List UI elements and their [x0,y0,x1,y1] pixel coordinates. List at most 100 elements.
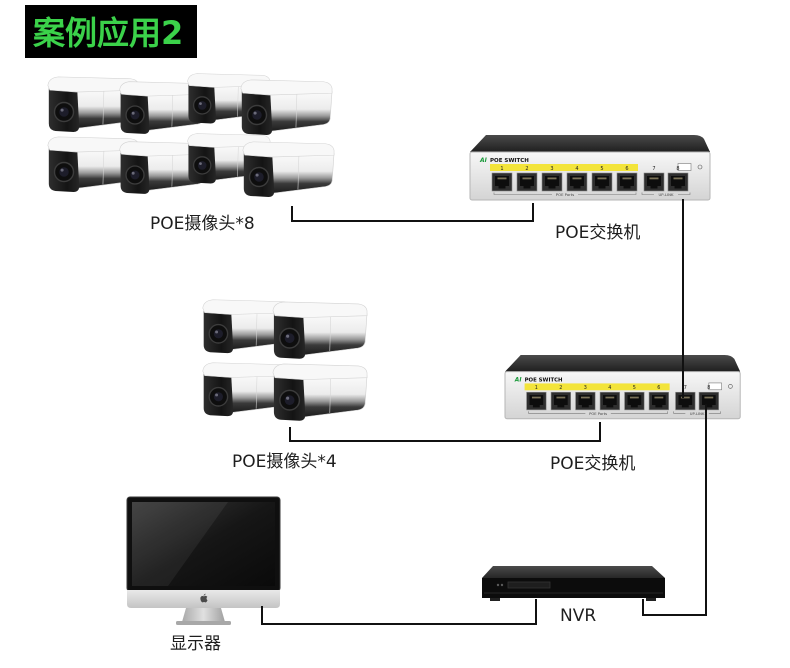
port-number: 6 [625,166,628,172]
port-number: 1 [535,385,538,391]
port-contacts [605,396,615,399]
nvr-label: NVR [560,606,596,626]
camera-lens [59,167,69,177]
port-number: 4 [575,166,578,172]
cable-top-cameras-to-top-switch [291,203,534,222]
camera-lens [284,333,295,344]
title-background [25,5,197,58]
camera-body-seam [237,85,239,117]
ethernet-port [526,391,547,411]
uplink-label: UP-LINK [690,412,705,416]
ethernet-port [599,391,620,411]
status-led [728,384,733,389]
camera-body [271,152,335,194]
camera-body-seam [329,377,332,413]
camera-body-seam [171,94,174,127]
camera-lens [213,329,223,339]
port-number: 6 [657,385,660,391]
camera-body-seam [237,145,239,177]
switch-top-label: POE交换机 [555,223,640,243]
port-contacts [704,396,714,399]
camera-lens-highlight [199,162,202,166]
port-contacts [622,177,632,180]
camera-body-seam [329,315,332,351]
power-indicator [708,382,722,391]
bullet-camera [240,79,333,135]
camera-sun-shield [272,301,368,318]
port-number: 5 [633,385,636,391]
port-contacts [680,396,690,399]
camera-group-middle-label: POE摄像头*4 [232,452,337,472]
apple-logo-icon [200,593,208,603]
camera-lens [59,107,69,117]
camera-body-seam [255,375,258,409]
port-number: 8 [676,166,679,172]
camera-lens-highlight [131,111,135,115]
uplink-label: UP-LINK [659,192,674,197]
nvr-recorder [482,566,665,601]
ethernet-port [516,172,538,192]
camera-body [302,375,368,418]
ethernet-port [491,172,513,192]
port-number: 5 [600,166,603,172]
camera-lens [252,110,262,120]
nvr-led [496,583,500,587]
nvr-led [500,583,504,587]
camera-lens-highlight [255,173,259,177]
camera-lens-highlight [215,330,219,334]
camera-body-seam [102,90,105,125]
page-title: 案例应用2 [33,14,183,52]
monitor [126,496,281,625]
ethernet-port [698,391,719,411]
port-number: 1 [500,166,503,172]
ethernet-port [591,172,613,192]
camera-lens-highlight [60,108,64,112]
port-contacts [597,177,607,180]
port-number: 8 [707,385,710,391]
camera-lens-highlight [253,111,257,115]
cable-middle-cameras-to-bottom-switch [289,422,601,442]
ethernet-port [675,391,696,411]
poe-ports-bracket [528,411,668,414]
camera-lens-highlight [131,171,135,175]
port-contacts [673,177,683,180]
monitor-screen [132,502,275,586]
screen-reflection [132,502,228,586]
port-number: 2 [525,166,528,172]
uplink-bracket [673,411,721,414]
switch-brand: AI [514,377,523,383]
ethernet-port [575,391,596,411]
port-number: 2 [559,385,562,391]
poe-port-strip [490,164,638,171]
camera-lens-highlight [60,168,64,172]
ethernet-port [667,172,689,192]
camera-lens [197,101,207,110]
ethernet-port [616,172,638,192]
camera-lens [197,161,207,170]
camera-lens [284,395,295,406]
port-number: 3 [584,385,587,391]
bullet-camera [242,141,335,197]
port-contacts [629,396,639,399]
ethernet-port [643,172,665,192]
title-box: 案例应用2 [25,5,197,58]
port-contacts [531,396,541,399]
switch-top-surface [470,135,710,152]
camera-body-seam [297,155,300,190]
camera-lens-highlight [286,396,290,400]
status-led [697,164,703,170]
camera-sun-shield [242,141,335,158]
nvr-top-surface [482,566,665,578]
bullet-camera [47,136,140,192]
camera-lens [130,170,140,180]
poe-port-strip [524,383,670,391]
camera-group-top-label: POE摄像头*8 [150,214,255,234]
port-contacts [654,396,664,399]
port-contacts [649,177,659,180]
ethernet-port [624,391,645,411]
camera-body [269,90,333,132]
camera-sun-shield [272,363,368,380]
port-contacts [497,177,507,180]
